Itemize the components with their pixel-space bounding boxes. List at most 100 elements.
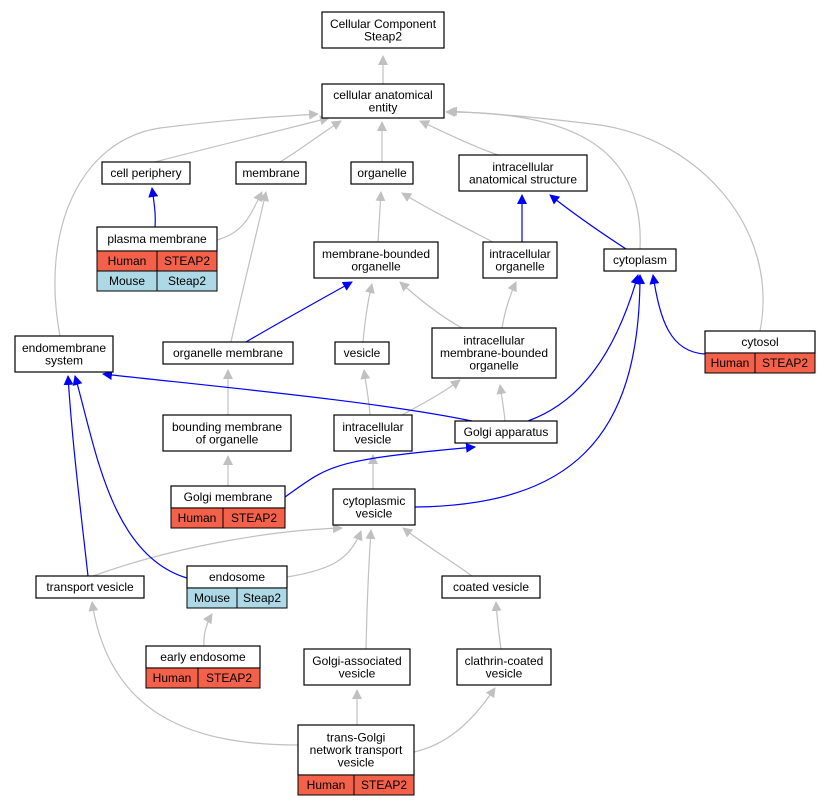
node-label: cytoplasmic	[343, 494, 406, 508]
edge-vesicle-mbo	[362, 283, 375, 343]
node-box	[297, 724, 415, 776]
species-label: Human	[178, 511, 217, 525]
node-box	[101, 161, 191, 185]
edge-tgn-clathrin	[413, 687, 496, 753]
edge-clathrin-coated	[491, 601, 502, 650]
gene-label: STEAP2	[231, 511, 277, 525]
node-label: vesicle	[356, 506, 393, 520]
node-label: transport vesicle	[46, 580, 134, 594]
edge-endosome-cytoves	[286, 530, 363, 578]
node-cytoplasm[interactable]: cytoplasm	[603, 248, 677, 272]
node-label: intracellular	[342, 420, 403, 434]
edge-transport-cytoves	[92, 523, 343, 577]
node-box	[456, 648, 552, 686]
node-golgi-apparatus[interactable]: Golgi apparatus	[454, 420, 558, 444]
node-label: Cellular Component	[330, 17, 437, 31]
node-box	[603, 248, 677, 272]
edge-cellper-cae	[154, 115, 330, 163]
node-vesicle[interactable]: vesicle	[334, 341, 390, 365]
node-box	[96, 226, 218, 252]
node-organelle-membrane[interactable]: organelle membrane	[162, 341, 294, 365]
edge-golgimem-golgi	[284, 442, 476, 498]
node-label: intracellular	[492, 160, 553, 174]
node-box	[431, 327, 557, 379]
species-label: Human	[108, 254, 147, 268]
edge-intravesicle-vesicle	[360, 369, 371, 416]
node-organelle[interactable]: organelle	[350, 161, 414, 185]
node-coated-vesicle[interactable]: coated vesicle	[441, 575, 541, 599]
node-box	[350, 161, 414, 185]
node-box	[303, 648, 411, 686]
edge-plasma-cellper	[148, 187, 159, 228]
edge-imbo-mbo	[399, 281, 463, 329]
node-label: anatomical structure	[469, 172, 577, 186]
node-label: vesicle	[355, 432, 392, 446]
edges-layer	[54, 55, 764, 753]
node-label: vesicle	[338, 756, 375, 770]
node-box	[333, 414, 413, 452]
node-label: of organelle	[196, 432, 259, 446]
edge-golgi-endomem	[102, 370, 473, 422]
edge-early-endosome	[202, 613, 213, 647]
node-label: membrane-bounded	[322, 247, 430, 261]
node-label: cytoplasm	[613, 253, 667, 267]
node-label: coated vesicle	[453, 580, 529, 594]
node-box	[35, 575, 145, 599]
node-membrane[interactable]: membrane	[235, 161, 307, 185]
gene-cell	[353, 774, 415, 796]
node-label: organelle	[351, 259, 401, 273]
edge-intraorg-organelle	[401, 192, 494, 243]
node-label: organelle	[357, 166, 407, 180]
node-label: Golgi-associated	[312, 654, 401, 668]
node-box	[482, 241, 558, 279]
node-label: cellular anatomical	[333, 88, 432, 102]
node-label: Steap2	[364, 29, 402, 43]
gene-cell	[754, 352, 816, 374]
edge-cytoplasm-intraanat	[549, 194, 627, 250]
node-label: vesicle	[486, 666, 523, 680]
gene-cell	[236, 587, 288, 609]
gene-label: STEAP2	[762, 356, 808, 370]
species-label: Human	[153, 671, 192, 685]
edge-golgiassoc-cytoves	[365, 529, 376, 650]
edge-golgi-cytoplasm	[527, 274, 641, 422]
edge-orgmem-membrane	[230, 191, 269, 343]
node-transport-vesicle[interactable]: transport vesicle	[35, 575, 145, 599]
node-label: clathrin-coated	[465, 654, 544, 668]
node-label: network transport	[310, 743, 403, 757]
node-box	[313, 241, 439, 279]
node-box	[458, 154, 588, 192]
edge-cytosol-cae	[447, 106, 764, 332]
gene-cell	[197, 667, 261, 689]
node-label: endosome	[209, 570, 265, 584]
gene-label: Steap2	[243, 591, 281, 605]
node-label: trans-Golgi	[327, 731, 386, 745]
gene-label: Steap2	[168, 274, 206, 288]
edge-tgn-transport	[88, 601, 299, 746]
node-label: system	[45, 353, 83, 367]
edge-plasma-membrane	[216, 191, 263, 241]
node-cell-periphery[interactable]: cell periphery	[101, 161, 191, 185]
species-label: Mouse	[194, 591, 230, 605]
species-label: Human	[711, 356, 750, 370]
node-box	[162, 414, 292, 452]
